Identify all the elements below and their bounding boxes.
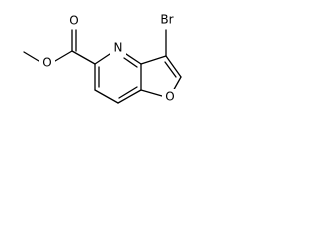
bond-c5-carbonyl bbox=[71, 50, 96, 65]
bond-c3a-n-inner bbox=[123, 57, 138, 68]
bond-c7-c7a bbox=[117, 89, 142, 104]
bond-c3-c2 bbox=[165, 55, 182, 78]
bond-o1-c7a bbox=[140, 89, 163, 97]
furan-ring bbox=[140, 55, 182, 97]
atom-labels: N O Br O O bbox=[39, 10, 179, 105]
atom-label-ester-oxygen: O bbox=[42, 56, 51, 70]
bond-c7-c7a-inner bbox=[118, 86, 138, 99]
atom-label-nitrogen: N bbox=[114, 41, 123, 55]
bond-c3a-c3 bbox=[140, 55, 167, 65]
atom-label-furan-oxygen: O bbox=[165, 90, 174, 104]
bond-oester-methyl bbox=[23, 51, 40, 62]
bond-c6-c7 bbox=[94, 89, 119, 104]
bond-carbonyl-oester bbox=[54, 50, 73, 62]
atom-label-bromine: Br bbox=[160, 13, 173, 27]
molecule-diagram: N O Br O O bbox=[23, 10, 182, 105]
bond-c3-c2-inner bbox=[164, 61, 177, 78]
methyl-ester-group bbox=[23, 29, 96, 65]
structure-canvas: N O Br O O bbox=[0, 0, 211, 132]
pyridine-ring bbox=[94, 51, 142, 104]
atom-label-carbonyl-oxygen: O bbox=[69, 14, 78, 28]
